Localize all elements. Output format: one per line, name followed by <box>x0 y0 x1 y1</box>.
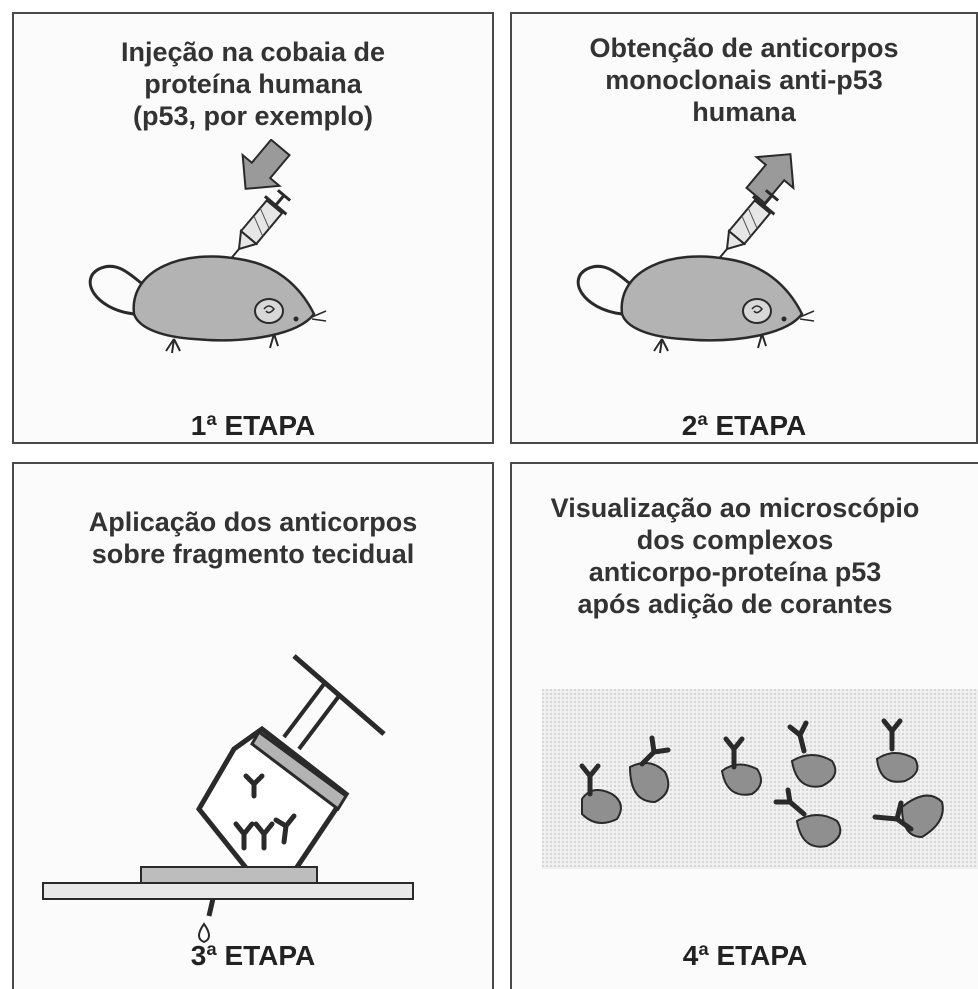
syringe-icon <box>713 189 780 265</box>
plunger-rod <box>297 694 341 751</box>
panel-4-step-label: 4ª ETAPA <box>682 940 808 971</box>
panel-step-2: Obtenção de anticorpos monoclonais anti-… <box>510 12 978 444</box>
microscope-slide <box>42 882 414 900</box>
mouse-icon <box>576 255 815 354</box>
panel-4-title: Visualização ao microscópio dos complexo… <box>550 493 920 619</box>
microscope-field-illustration <box>542 689 978 869</box>
antibody-protein-complexes <box>579 718 944 848</box>
syringe-icon <box>195 725 350 917</box>
antibody-icons <box>233 773 297 851</box>
panel-1-step-label: 1ª ETAPA <box>190 410 316 441</box>
plunger-handle <box>292 654 386 736</box>
panel-3-step-label: 3ª ETAPA <box>190 940 316 971</box>
panel-3-title: Aplicação dos anticorpos sobre fragmento… <box>88 507 418 569</box>
mouse-injection-illustration <box>88 139 327 354</box>
panel-step-1: Injeção na cobaia de proteína humana (p5… <box>12 12 494 444</box>
syringe-antibody-illustration <box>195 654 386 944</box>
mouse-icon <box>88 255 327 354</box>
syringe-icon <box>225 189 292 265</box>
arrow-up-icon <box>745 153 795 205</box>
arrow-down-icon <box>241 139 291 190</box>
panel-step-3: Aplicação dos anticorpos sobre fragmento… <box>12 462 494 989</box>
drop-icon <box>198 922 210 944</box>
mouse-extraction-illustration <box>576 153 815 354</box>
panel-step-4: Visualização ao microscópio dos complexo… <box>510 462 978 989</box>
panel-2-step-label: 2ª ETAPA <box>681 410 807 441</box>
panel-1-title: Injeção na cobaia de proteína humana (p5… <box>120 37 386 131</box>
panel-2-title: Obtenção de anticorpos monoclonais anti-… <box>589 33 899 127</box>
